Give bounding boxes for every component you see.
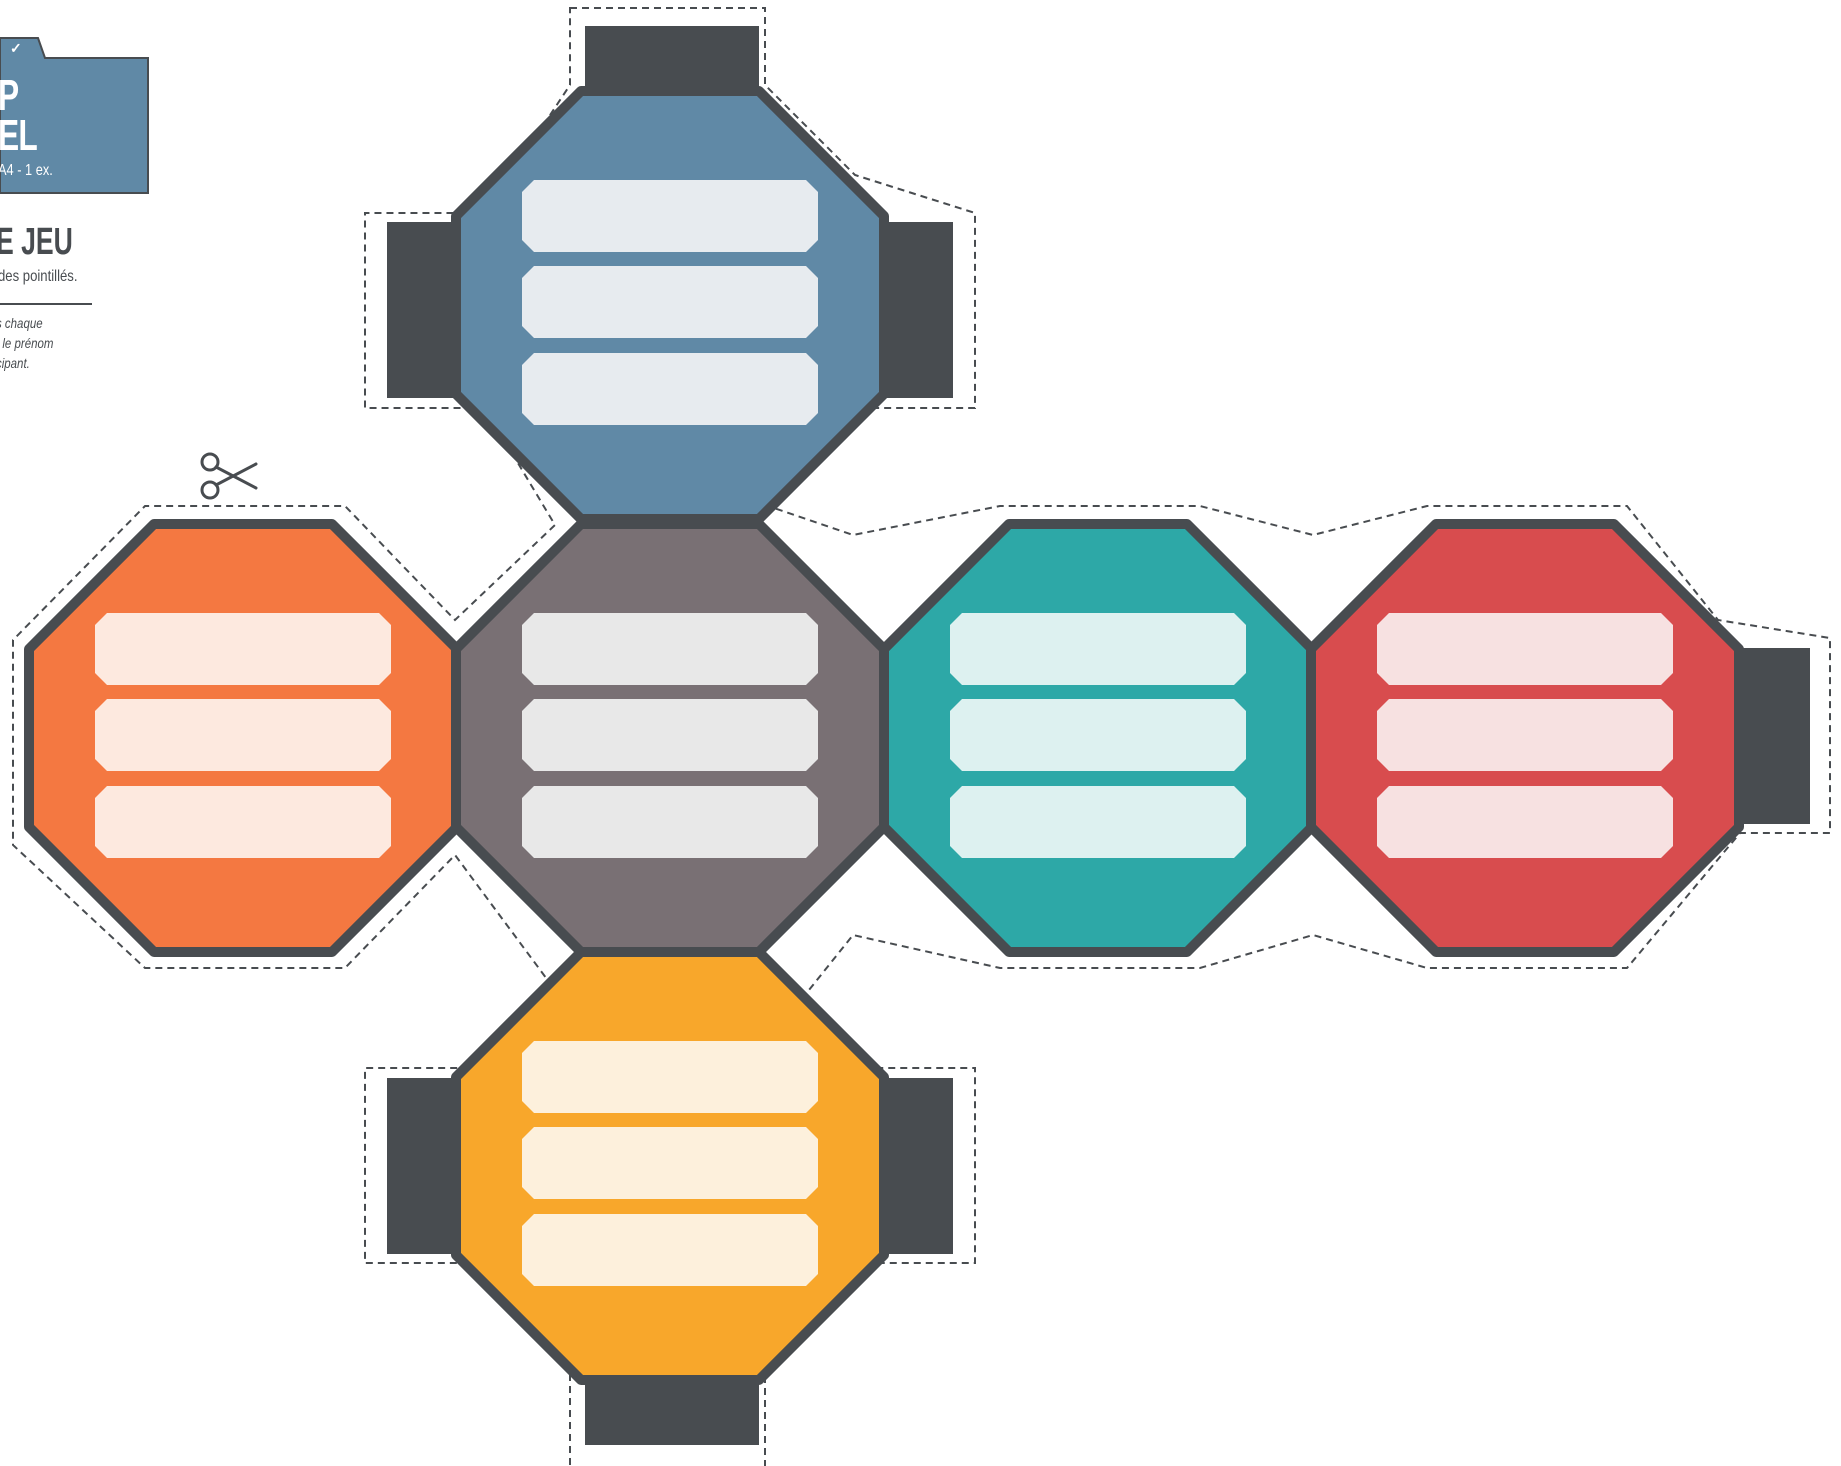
- name-slot-bottom-1: [522, 1041, 818, 1113]
- name-slot-top-1: [522, 180, 818, 252]
- name-slot-left-3: [95, 786, 391, 858]
- name-slot-center-2: [522, 699, 818, 771]
- name-slot-far-right-1: [1377, 613, 1673, 685]
- format-tag: ✓ P EL A4 - 1 ex.: [0, 36, 149, 194]
- name-slot-bottom-2: [522, 1127, 818, 1199]
- name-slot-center-3: [522, 786, 818, 858]
- instructions-subtitle: des pointillés.: [0, 268, 78, 285]
- name-slot-left-2: [95, 699, 391, 771]
- name-slot-top-2: [522, 266, 818, 338]
- tag-title: P EL: [0, 71, 38, 160]
- name-slot-right-1: [950, 613, 1246, 685]
- name-slot-far-right-3: [1377, 786, 1673, 858]
- name-slot-bottom-3: [522, 1214, 818, 1286]
- format-label: A4 - 1 ex.: [0, 162, 53, 179]
- name-slot-top-3: [522, 353, 818, 425]
- check-icon: ✓: [10, 40, 22, 56]
- name-slot-left-1: [95, 613, 391, 685]
- note-line-2: , le prénom: [0, 335, 54, 351]
- note-line-1: s chaque: [0, 315, 43, 331]
- tag-title-line-2: EL: [0, 111, 38, 160]
- name-slot-right-2: [950, 699, 1246, 771]
- divider: [0, 303, 92, 305]
- tab-far-right: [1738, 648, 1810, 824]
- cut-line: [12, 7, 1831, 1466]
- scissors-icon: [200, 452, 258, 500]
- note-line-3: cipant.: [0, 355, 30, 371]
- name-slot-center-1: [522, 613, 818, 685]
- instructions-note: s chaque , le prénom cipant.: [0, 313, 53, 373]
- folder-tag-shape: [0, 37, 149, 194]
- instructions-title: E JEU: [0, 221, 73, 263]
- name-slot-far-right-2: [1377, 699, 1673, 771]
- tag-title-line-1: P: [0, 71, 19, 120]
- name-slot-right-3: [950, 786, 1246, 858]
